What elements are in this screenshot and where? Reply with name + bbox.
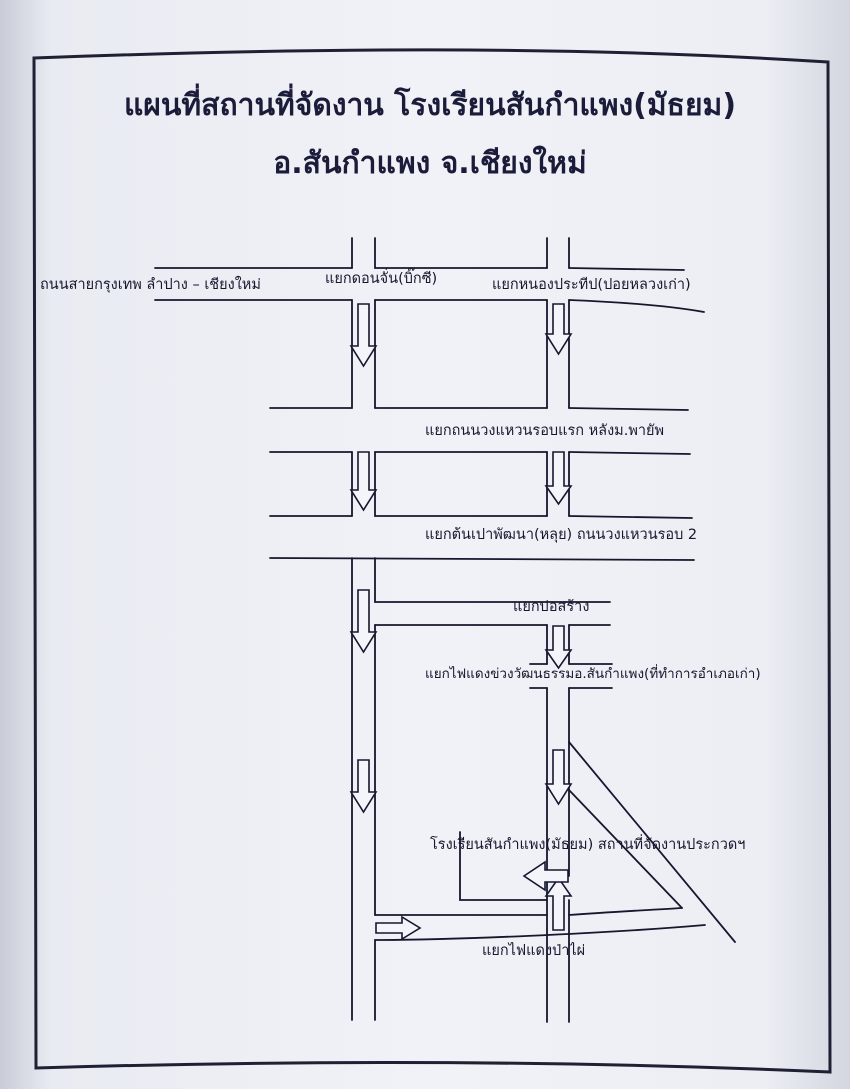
map-title-line-2: อ.สันกำแพง จ.เชียงใหม่ <box>273 146 587 181</box>
label-ring-road-2: แยกต้นเปาพัฒนา(หลุย) ถนนวงแหวนรอบ 2 <box>425 527 698 543</box>
direction-arrow-7 <box>349 759 378 814</box>
label-main-road: ถนนสายกรุงเทพ ลำปาง – เชียงใหม่ <box>40 277 261 293</box>
direction-arrow-3 <box>349 451 378 512</box>
direction-arrow-up <box>544 876 573 931</box>
label-junction-paphai: แยกไฟแดงป่าไผ่ <box>482 943 586 959</box>
label-junction-konjan: แยกดอนจั่น(บิ๊กซี) <box>325 271 438 287</box>
direction-arrow-2 <box>544 303 573 356</box>
map-frame <box>32 48 832 1074</box>
diagonal-road-inner-edge <box>568 789 683 909</box>
label-school-venue: โรงเรียนสันกำแพง(มัธยม) สถานที่จัดงานประ… <box>430 837 746 853</box>
label-junction-traffic-light-1: แยกไฟแดงข่วงวัฒนธรรมอ.สันกำแพง(ที่ทำการอ… <box>425 666 761 682</box>
label-ring-road-1: แยกถนนวงแหวนรอบแรก หลังม.พายัพ <box>425 423 665 439</box>
direction-arrow-1 <box>349 303 378 368</box>
ring-road-2-bottom-edge <box>269 557 695 561</box>
diagonal-road-outer-edge <box>568 741 736 943</box>
label-junction-borsang: แยกบ่อสร้าง <box>513 599 590 615</box>
direction-arrow-4 <box>544 451 573 506</box>
direction-arrow-6 <box>544 625 573 670</box>
direction-arrow-left-to-school <box>522 860 569 892</box>
ring-road-2-top-edge <box>269 515 693 519</box>
ring-road-1-bottom-edge <box>269 451 691 455</box>
main-road-bottom-edge <box>154 299 705 313</box>
label-junction-nongprateep: แยกหนองประทีป(ปอยหลวงเก่า) <box>492 277 691 293</box>
ring-road-1-top-edge <box>269 407 689 411</box>
direction-arrow-5 <box>349 589 378 654</box>
lower-road-bottom-edge <box>374 924 706 941</box>
direction-arrow-right <box>375 915 422 941</box>
map-title-line-1: แผนที่สถานที่จัดงาน โรงเรียนสันกำแพง(มัธ… <box>123 88 737 123</box>
direction-arrow-8 <box>544 749 573 806</box>
lower-road-top-edge <box>374 907 683 916</box>
school-block <box>459 831 548 901</box>
main-road-top-edge <box>154 267 685 271</box>
